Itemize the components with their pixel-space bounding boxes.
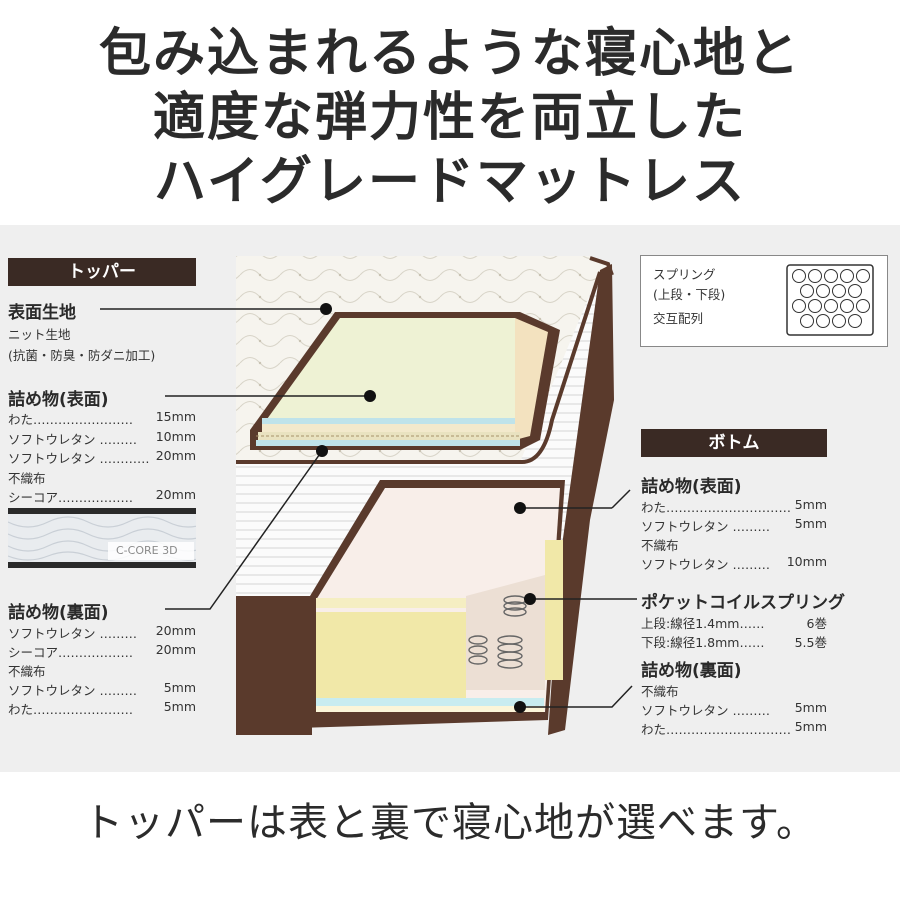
surface-fabric-title: 表面生地 xyxy=(8,303,76,323)
bottom-filling-front-title: 詰め物(表面) xyxy=(641,477,742,497)
spec-value: 5mm xyxy=(794,497,827,512)
spec-row: 下段:線径1.8mm…… 5.5巻 xyxy=(641,632,827,651)
spec-row: わた…………………………5mm xyxy=(641,719,827,738)
spec-name: ソフトウレタン ……… xyxy=(641,557,770,572)
spec-name: ソフトウレタン ……… xyxy=(641,703,770,718)
surface-fabric-line1: ニット生地 xyxy=(8,327,71,342)
spec-value: 5mm xyxy=(163,699,196,714)
headline-line-3: ハイグレードマットレス xyxy=(154,152,746,212)
spec-name: シーコア……………… xyxy=(8,645,134,660)
spec-row: ソフトウレタン ……… 5mm xyxy=(641,700,827,719)
spec-name: わた………………………… xyxy=(641,722,792,737)
spec-name: ソフトウレタン ………… xyxy=(8,451,150,466)
legend-line2: (上段・下段) xyxy=(653,287,726,302)
footer-caption: トッパーは表と裏で寝心地が選べます。 xyxy=(83,800,817,846)
legend-line1: スプリング xyxy=(653,267,716,282)
spring-grid-icon xyxy=(786,264,874,336)
spec-row: わた…………………………5mm xyxy=(641,497,827,516)
spec-name: わた…………………… xyxy=(8,412,134,427)
spec-row: シーコア……………… 20mm xyxy=(8,487,196,506)
spec-row: 不織布 xyxy=(641,681,827,700)
spec-name: 上段:線径1.4mm…… xyxy=(641,616,765,631)
spec-value: 5.5巻 xyxy=(794,635,827,650)
spec-value: 5mm xyxy=(163,680,196,695)
spec-row: 不織布 xyxy=(8,468,196,487)
topper-tag: トッパー xyxy=(8,258,196,286)
spec-name: シーコア……………… xyxy=(8,490,134,505)
spec-name: ソフトウレタン ……… xyxy=(8,626,137,641)
pocket-coil-spring-title: ポケットコイルスプリング xyxy=(641,593,845,613)
spec-value: 20mm xyxy=(155,623,196,638)
c-core-image: C-CORE 3D xyxy=(8,508,196,568)
spec-value: 10mm xyxy=(155,428,196,444)
spec-name: 不織布 xyxy=(8,664,46,679)
topper-filling-back-title: 詰め物(裏面) xyxy=(8,603,109,623)
spec-row: 不織布 xyxy=(8,661,196,680)
spec-value: 20mm xyxy=(155,448,196,463)
spec-row: 上段:線径1.4mm…… 6巻 xyxy=(641,613,827,632)
spec-value: 15mm xyxy=(155,409,196,424)
spec-name: ソフトウレタン ……… xyxy=(8,431,137,447)
spec-name: 不織布 xyxy=(641,538,679,553)
topper-filling-front-title: 詰め物(表面) xyxy=(8,390,109,410)
surface-fabric-line2: (抗菌・防臭・防ダニ加工) xyxy=(8,348,156,363)
spec-row: シーコア……………… 20mm xyxy=(8,642,196,661)
spec-value: 10mm xyxy=(786,554,827,569)
spec-row: ソフトウレタン ………… 20mm xyxy=(8,448,196,467)
spec-value: 20mm xyxy=(155,487,196,502)
spring-arrangement-legend: スプリング (上段・下段) 交互配列 xyxy=(640,255,888,347)
spec-name: ソフトウレタン ……… xyxy=(8,683,137,698)
spec-row: ソフトウレタン ……… 10mm xyxy=(8,429,196,448)
spec-name: 不織布 xyxy=(641,684,679,699)
spec-row: ソフトウレタン ……… 5mm xyxy=(641,516,827,535)
spec-name: わた…………………… xyxy=(8,702,134,717)
spec-row: 不織布 xyxy=(641,535,827,554)
c-core-logo: C-CORE 3D xyxy=(116,544,178,557)
legend-line3: 交互配列 xyxy=(653,311,704,326)
spec-name: 不織布 xyxy=(8,470,46,486)
spec-row: わた…………………… 5mm xyxy=(8,699,196,718)
spec-name: わた………………………… xyxy=(641,500,792,515)
spec-row: ソフトウレタン ……… 20mm xyxy=(8,623,196,642)
headline-line-1: 包み込まれるような寝心地と xyxy=(98,24,801,84)
spec-row: ソフトウレタン ……… 5mm xyxy=(8,680,196,699)
spec-value: 5mm xyxy=(794,700,827,715)
spec-name: ソフトウレタン ……… xyxy=(641,519,770,534)
headline-line-2: 適度な弾力性を両立した xyxy=(152,88,747,148)
spec-name: 下段:線径1.8mm…… xyxy=(641,635,765,650)
spec-row: ソフトウレタン ……… 10mm xyxy=(641,554,827,573)
spec-value: 6巻 xyxy=(806,616,827,631)
spec-row: わた…………………… 15mm xyxy=(8,409,196,428)
bottom-filling-back-title: 詰め物(裏面) xyxy=(641,661,742,681)
spec-value: 20mm xyxy=(155,642,196,657)
spec-value: 5mm xyxy=(794,516,827,531)
spec-value: 5mm xyxy=(794,719,827,734)
bottom-tag: ボトム xyxy=(641,429,827,457)
